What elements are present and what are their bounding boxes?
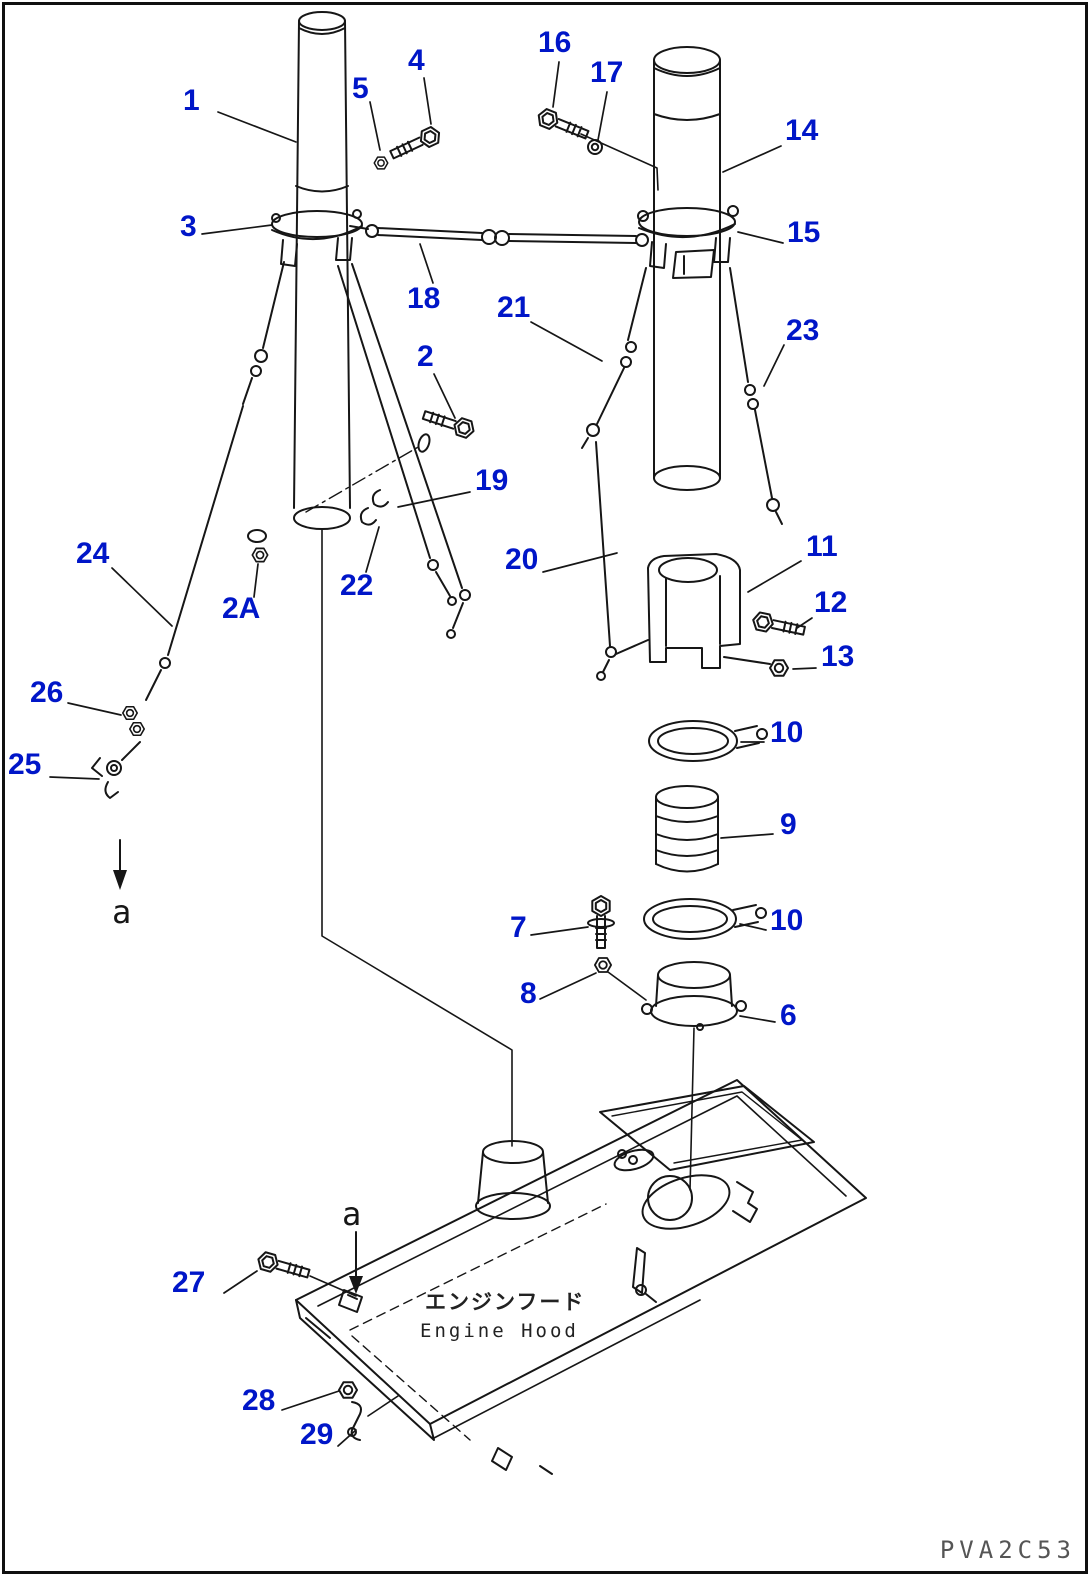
hood-exhaust-stub — [475, 1140, 551, 1220]
brace-rod-24 — [145, 261, 285, 701]
callout-3: 3 — [180, 210, 197, 243]
callout-6: 6 — [780, 999, 797, 1032]
callout-9: 9 — [780, 808, 797, 841]
washer-nut-2A — [247, 529, 267, 543]
callout-28: 28 — [242, 1384, 276, 1417]
view-arrow-a-lower — [349, 1231, 363, 1294]
callout-19: 19 — [475, 464, 509, 497]
nut-13 — [769, 659, 789, 677]
callout-7: 7 — [510, 911, 527, 944]
washer-2 — [417, 433, 431, 453]
leader-lines — [49, 61, 817, 1447]
callout-11: 11 — [806, 530, 838, 563]
callout-27: 27 — [172, 1266, 206, 1299]
nut-8 — [594, 957, 612, 973]
engine-hood — [295, 1079, 867, 1475]
callout-23: 23 — [786, 314, 820, 347]
nut-26-a — [122, 705, 138, 721]
clamp-10-upper — [648, 720, 768, 762]
left-exhaust-pipe — [293, 11, 351, 530]
callout-5: 5 — [352, 72, 369, 105]
connector-lines — [305, 133, 695, 1191]
hood-label-english: Engine Hood — [420, 1320, 579, 1342]
callout-10b: 10 — [770, 904, 804, 937]
tube-9 — [655, 785, 719, 873]
nut-2A — [251, 547, 269, 563]
brace-rods-20-21 — [581, 267, 647, 681]
callout-4: 4 — [408, 44, 425, 77]
right-exhaust-pipe — [653, 46, 721, 491]
callout-21: 21 — [497, 291, 531, 324]
callout-20: 20 — [505, 543, 539, 576]
clevis-25 — [91, 741, 141, 799]
callout-25: 25 — [8, 748, 42, 781]
callout-18: 18 — [407, 282, 441, 315]
callout-22: 22 — [340, 569, 374, 602]
callout-16: 16 — [538, 26, 572, 59]
callout-14: 14 — [785, 114, 819, 147]
hood-fasteners — [309, 1275, 399, 1441]
bracket-11 — [615, 553, 771, 669]
clamp-10-lower — [643, 898, 767, 940]
bolt-2 — [420, 405, 478, 441]
hood-label-japanese: エンジンフード — [425, 1290, 586, 1314]
left-pipe-clamp-3 — [271, 209, 369, 267]
callout-2: 2 — [417, 340, 434, 373]
washer-7 — [587, 918, 615, 928]
callout-2A: 2A — [222, 592, 261, 625]
brace-rod-23 — [729, 267, 783, 525]
view-label-a-lower: a — [342, 1195, 362, 1233]
nut-26-b — [129, 721, 145, 737]
brace-rods-19-22 — [337, 263, 471, 639]
callout-15: 15 — [787, 216, 821, 249]
callout-13: 13 — [821, 640, 855, 673]
callout-1: 1 — [183, 84, 200, 117]
view-label-a-upper: a — [112, 893, 132, 931]
callout-17: 17 — [590, 56, 624, 89]
callout-29: 29 — [300, 1418, 334, 1451]
nut-5 — [373, 156, 389, 170]
drawing-code: PVA2C53 — [939, 1536, 1076, 1564]
tie-rod-18 — [365, 224, 649, 247]
bolt-12 — [750, 610, 807, 641]
bolt-16 — [534, 106, 592, 144]
callout-24: 24 — [76, 537, 110, 570]
callout-12: 12 — [814, 586, 848, 619]
view-arrow-a-upper — [113, 839, 127, 890]
callout-10a: 10 — [770, 716, 804, 749]
nut-28 — [338, 1381, 358, 1399]
callout-8: 8 — [520, 977, 537, 1010]
elbow-6 — [641, 961, 747, 1031]
callout-26: 26 — [30, 676, 64, 709]
bolt-27 — [254, 1249, 312, 1283]
bolt-4 — [387, 123, 444, 164]
bolt-7 — [591, 895, 611, 949]
right-pipe-clamp-15 — [637, 205, 739, 279]
